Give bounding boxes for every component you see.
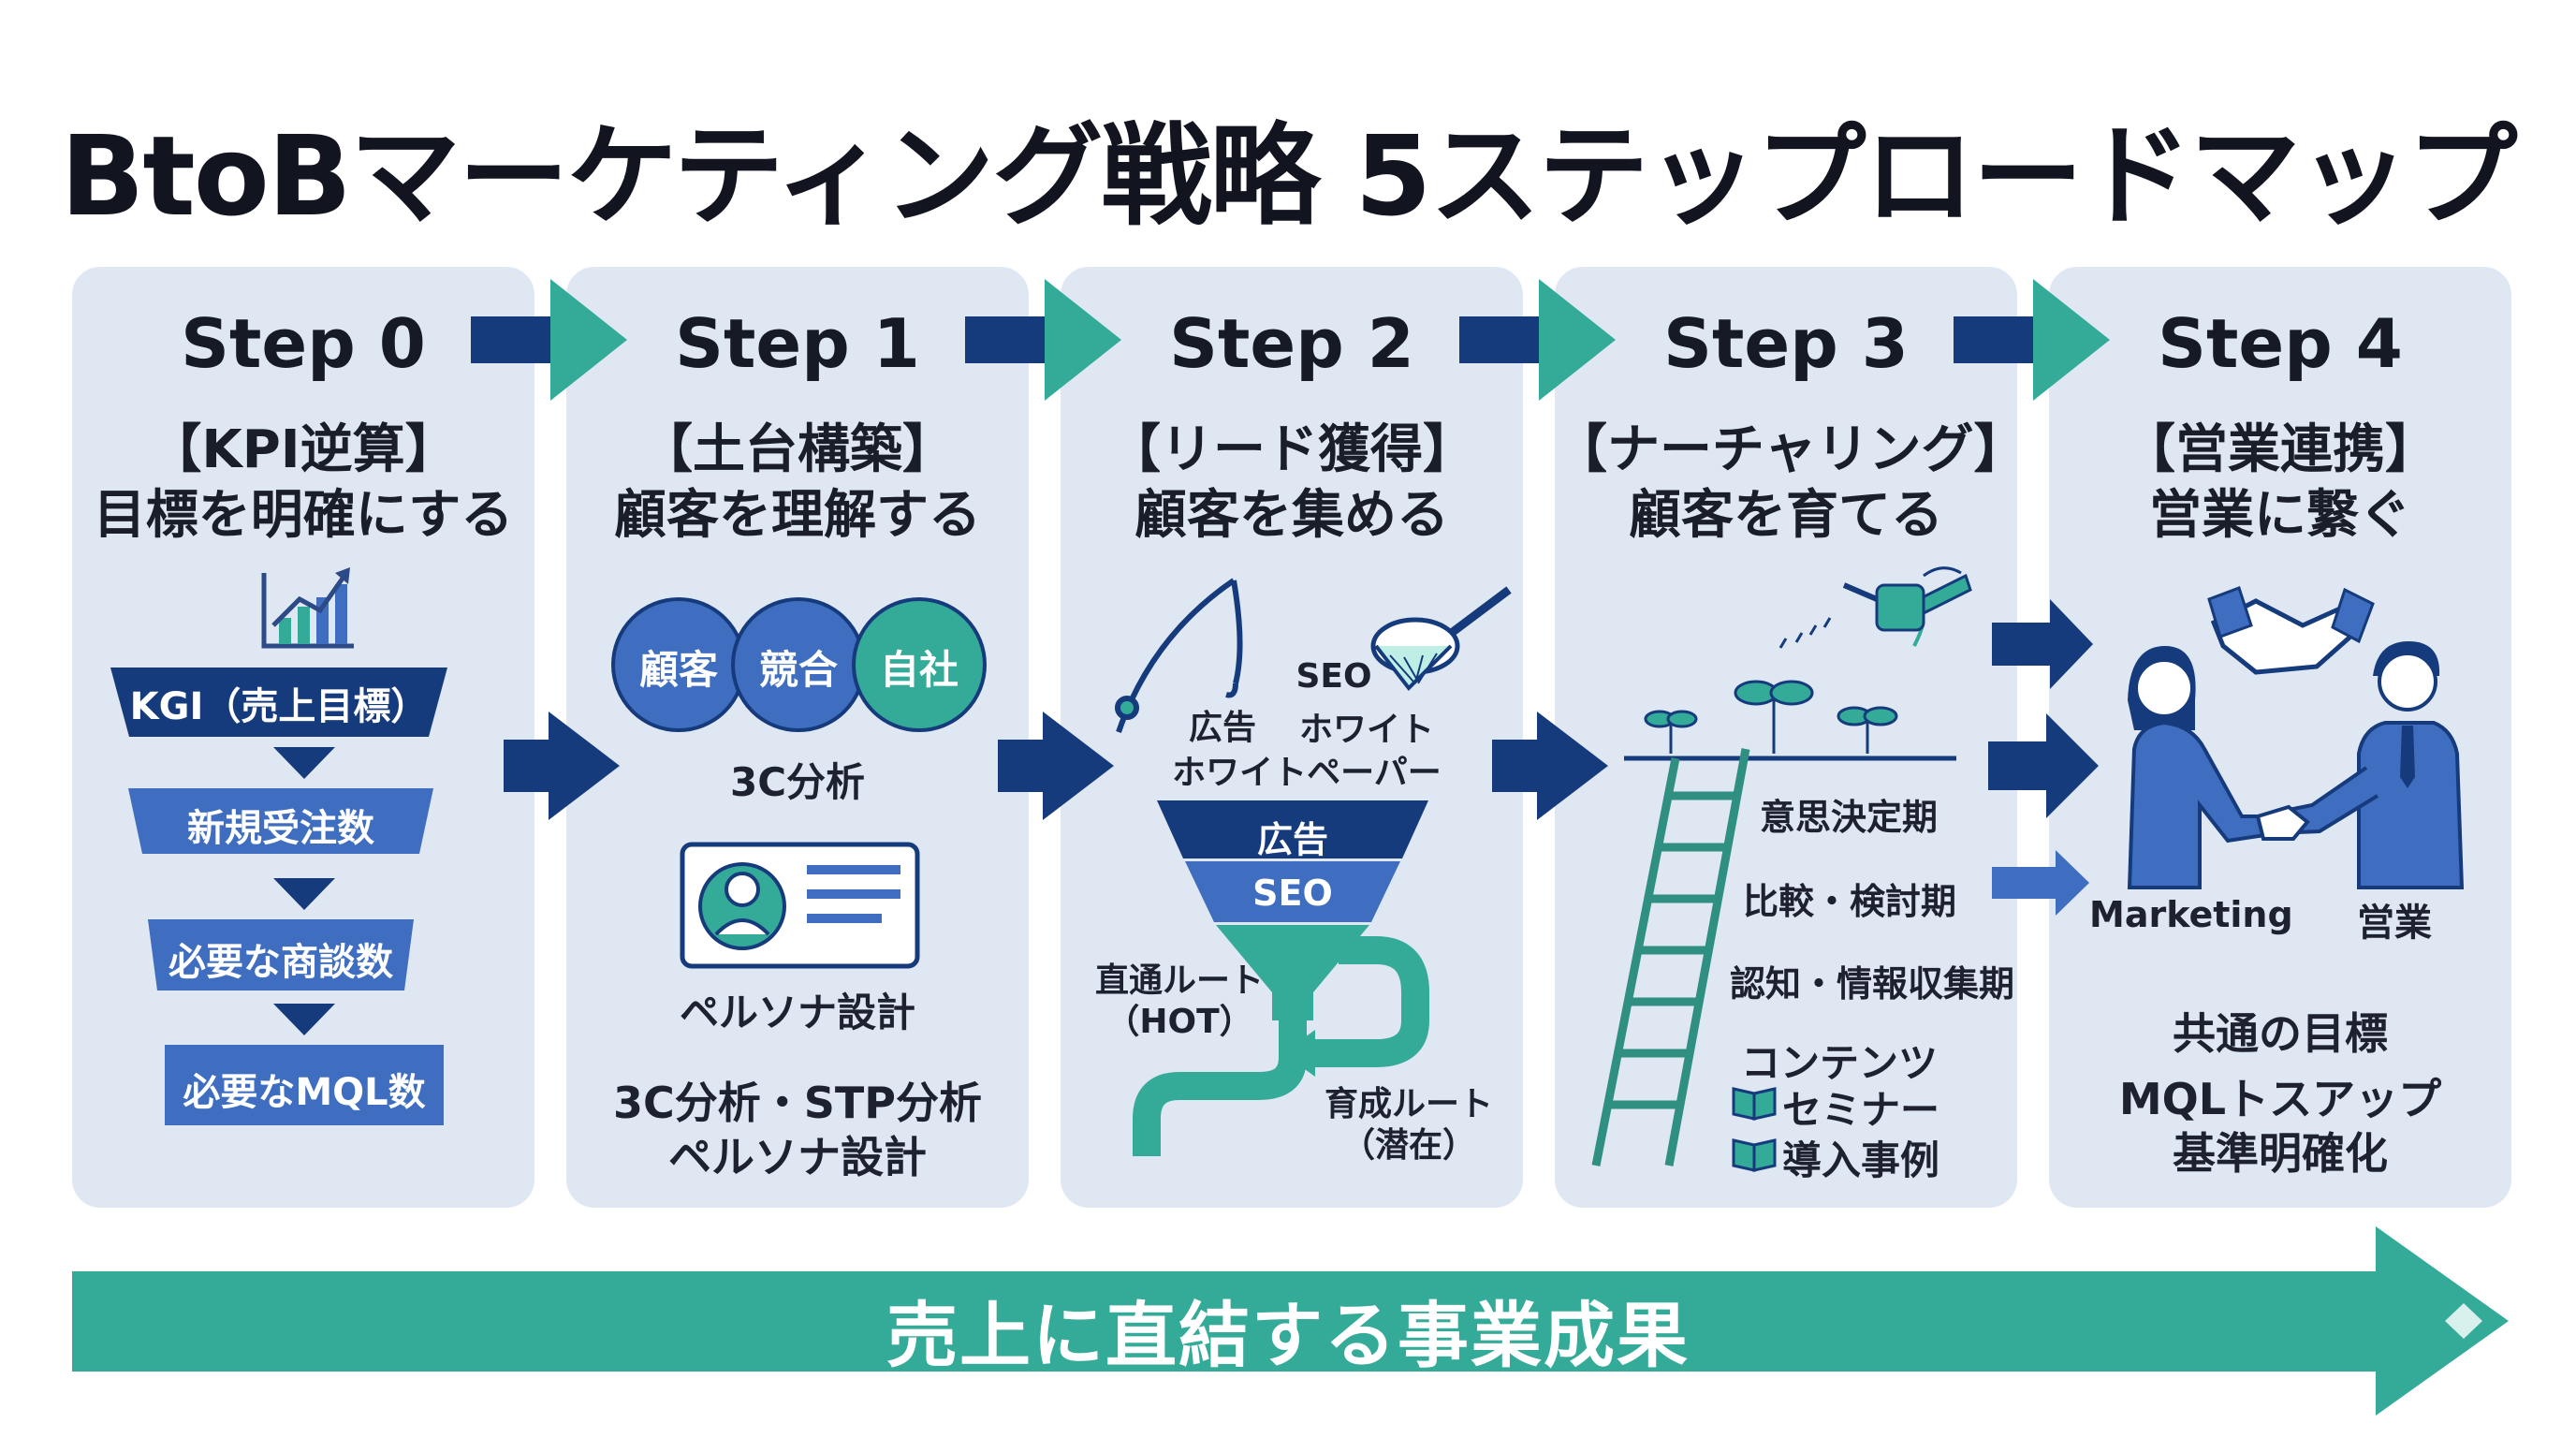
step-1-summary-line-2: ペルソナ設計	[668, 1132, 927, 1182]
circle-company	[852, 597, 987, 732]
marketing-person-icon	[2127, 646, 2267, 889]
step-4-category: 【営業連携】	[2123, 419, 2437, 480]
page-title: BtoBマーケティング戦略 5ステップロードマップ	[60, 111, 2517, 241]
direct-route-label: 直通ルート	[1094, 961, 1264, 1000]
step-2-goal: 顧客を集める	[1134, 485, 1449, 546]
step-0-label: Step 0	[181, 304, 426, 383]
channel-white-label: ホワイト	[1298, 711, 1434, 749]
channel-ad-label: 広告	[1188, 709, 1256, 747]
step-0-category: 【KPI逆算】	[149, 419, 458, 480]
contents-seminar: セミナー	[1782, 1087, 1940, 1133]
step-4-goal: 営業に繋ぐ	[2149, 485, 2411, 546]
mid-arrow-0	[504, 712, 620, 820]
down-arrow-1	[273, 747, 335, 779]
channel-seo-label: SEO	[1295, 657, 1372, 696]
contents-casestudy: 導入事例	[1782, 1137, 1940, 1183]
watering-can-icon	[1778, 566, 1972, 649]
step-4-label: Step 4	[2158, 304, 2403, 383]
phase-awareness-label: 認知・情報収集期	[1730, 963, 2015, 1005]
step-1-panel: Step 1 【土台構築】 顧客を理解する	[566, 267, 1029, 1208]
nurture-route-sub-label: （潜在）	[1340, 1126, 1476, 1165]
step-1-label: Step 1	[675, 304, 920, 383]
sales-person-icon	[2273, 641, 2465, 889]
lead-funnel	[1133, 800, 1429, 1156]
fishing-rod-icon	[1115, 578, 1243, 733]
step-3-category: 【ナーチャリング】	[1555, 419, 2027, 480]
kgi-band	[110, 668, 447, 737]
step-4-summary-line-2: MQLトスアップ	[2118, 1074, 2442, 1124]
3c-analysis-label: 3C分析	[729, 759, 866, 805]
mql-label: 必要なMQL数	[183, 1071, 426, 1114]
phase-decision-label: 意思決定期	[1760, 797, 1939, 838]
mid-arrow-1	[998, 712, 1114, 820]
contents-title: コンテンツ	[1741, 1040, 1939, 1086]
growth-chart-icon	[261, 567, 354, 649]
mql-band	[165, 1045, 444, 1125]
sprouts-icon	[1624, 680, 1956, 761]
banner-spark-icon	[2445, 1303, 2482, 1339]
step-3-goal: 顧客を育てる	[1629, 485, 1943, 546]
circle-company-label: 自社	[879, 647, 959, 693]
meetings-label: 必要な商談数	[168, 941, 393, 984]
top-connector-arrow-3	[1954, 279, 2110, 401]
down-arrow-2	[273, 878, 335, 910]
top-connector-arrow-0	[471, 279, 627, 401]
incoming-arrow-3	[1992, 850, 2089, 916]
step-0-goal: 目標を明確にする	[93, 485, 514, 546]
ladder-icon	[1591, 748, 1750, 1167]
phase-compare-label: 比較・検討期	[1743, 881, 1957, 922]
net-icon	[1370, 586, 1512, 692]
kgi-label: KGI（売上目標）	[129, 685, 429, 728]
sales-label: 営業	[2357, 902, 2432, 945]
step-3-label: Step 3	[1663, 304, 1909, 383]
shaking-hands-icon	[2255, 804, 2310, 841]
top-connector-arrow-2	[1459, 279, 1616, 401]
handshake-icon	[2207, 586, 2375, 675]
step-1-goal: 顧客を理解する	[614, 485, 981, 546]
circle-customer-label: 顧客	[638, 647, 718, 693]
top-connector-arrow-1	[965, 279, 1121, 401]
mid-arrow-2	[1492, 712, 1608, 820]
bottom-banner-label: 売上に直結する事業成果	[886, 1294, 1690, 1377]
persona-card-icon	[680, 842, 920, 969]
marketing-label: Marketing	[2089, 894, 2293, 935]
incoming-arrow-1	[1992, 599, 2093, 689]
book-icon-seminar	[1732, 1087, 1777, 1121]
circle-competitor-label: 競合	[758, 647, 838, 693]
funnel-ad-label: 広告	[1256, 819, 1328, 860]
step-2-category: 【リード獲得】	[1108, 419, 1475, 480]
step-2-label: Step 2	[1169, 304, 1414, 383]
step-1-summary-line-1: 3C分析・STP分析	[613, 1078, 982, 1128]
book-icon-casestudy	[1732, 1138, 1777, 1172]
down-arrow-3	[273, 1004, 335, 1035]
channel-whitepaper-label: ホワイトペーパー	[1172, 754, 1442, 792]
step-1-category: 【土台構築】	[640, 419, 955, 480]
incoming-arrow-2	[1988, 713, 2099, 818]
direct-route-sub-label: （HOT）	[1105, 1003, 1253, 1041]
persona-label: ペルソナ設計	[679, 990, 915, 1035]
new-orders-band	[128, 788, 433, 854]
step-0-panel: Step 0 【KPI逆算】 目標を明確にする	[72, 267, 534, 1208]
funnel-seo-label: SEO	[1252, 873, 1333, 914]
step-4-summary-line-3: 基準明確化	[2173, 1128, 2388, 1179]
meetings-band	[148, 919, 414, 990]
bottom-banner-arrow	[72, 1226, 2509, 1416]
new-orders-label: 新規受注数	[187, 807, 374, 850]
step-4-summary-line-1: 共通の目標	[2173, 1008, 2388, 1059]
nurture-route-label: 育成ルート	[1324, 1085, 1493, 1123]
